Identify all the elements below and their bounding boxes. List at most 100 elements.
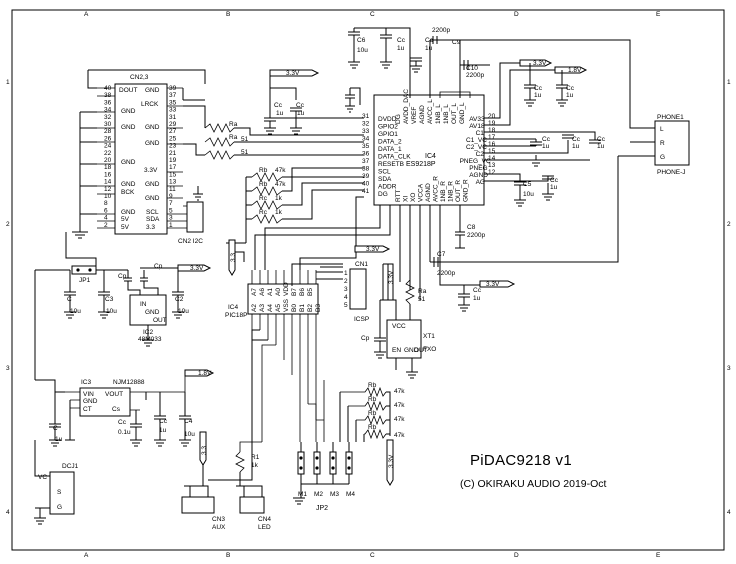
- ic3-ref: IC3: [81, 379, 92, 386]
- xt1-sub: FXO: [423, 346, 436, 353]
- c5-ref: C5: [523, 181, 532, 188]
- rb-ref: Rb: [368, 396, 377, 403]
- cn1-pin-3: 3: [344, 286, 348, 293]
- grid-col-c-top: C: [370, 11, 375, 18]
- rail-3v3-label: 3.3V: [286, 70, 300, 77]
- cn2-3-pin-number: 32: [104, 114, 112, 121]
- es9218p-body: [373, 94, 485, 206]
- caps-bottom-es9218p: C8 2200p C7 2200p Cc 1u 3.3V: [429, 205, 516, 312]
- cn-label-gnd: GND: [145, 87, 160, 94]
- es9218p-pin-label: RTT: [395, 189, 402, 202]
- es9218p-pin-label: C2: [476, 151, 485, 158]
- cn-label-gnd: GND: [121, 209, 136, 216]
- es9218p-pin-number: 32: [362, 121, 370, 128]
- cn-label-dout: DOUT: [119, 87, 137, 94]
- es9218p-pin-label: C2_VC: [466, 144, 487, 151]
- jp2-m3: M3: [330, 491, 339, 498]
- pic-pin-label: VDD: [283, 282, 290, 296]
- cp-ref: Cp: [361, 335, 370, 342]
- cn2-3-pin-number: 4: [104, 215, 108, 222]
- grid-row-3-left: 3: [6, 365, 10, 372]
- jp2-m2: M2: [314, 491, 323, 498]
- cn-label-sda: SDA: [146, 216, 160, 223]
- es9218p-pin-number: 37: [362, 158, 370, 165]
- cn-label-3v3: 3.3: [146, 224, 155, 231]
- cn2-3-pin-number: 29: [169, 121, 177, 128]
- cn2-3-pin-number: 20: [104, 157, 112, 164]
- es9218p-pin-label: AG: [476, 179, 485, 186]
- cn2-3-pin-number: 9: [169, 193, 173, 200]
- cc-ref: Cc: [566, 85, 575, 92]
- rail-3v3-label: 3.3V: [190, 265, 204, 272]
- cn-label-gnd: GND: [121, 124, 136, 131]
- es9218p-pin-label: DG: [378, 191, 388, 198]
- c-ref: C: [53, 425, 58, 432]
- rail-1v8-label: 1.8V: [198, 370, 212, 377]
- c4-value: 10u: [184, 431, 195, 438]
- cn2-3-pin-number: 25: [169, 135, 177, 142]
- rb-ref: Rb: [368, 424, 377, 431]
- rail-3v3-label: 3.3V: [533, 60, 547, 67]
- cn2-3-pin-number: 3: [169, 215, 173, 222]
- dcj1-pin-vc: VC: [38, 474, 47, 481]
- cn-label-gnd: GND: [145, 195, 160, 202]
- pic-pin-label: A1: [267, 288, 274, 296]
- board-title: PiDAC9218 v1: [470, 452, 572, 469]
- cc-ref: Cc: [597, 136, 606, 143]
- xt1-body: [386, 319, 422, 359]
- c9-value: 2200p: [432, 27, 450, 34]
- xt1-ref: XT1: [423, 333, 435, 340]
- pic-pin-label: B5: [307, 288, 314, 296]
- cp-ref: Cp: [154, 263, 163, 270]
- cn3-ref: CN3: [212, 516, 225, 523]
- xt1-pin-gnd: GND: [404, 347, 419, 354]
- es9218p-pin-label: SCL: [378, 169, 391, 176]
- pic-pin-label: B1: [299, 304, 306, 312]
- pic-pin-label: A5: [275, 304, 282, 312]
- cc-value: 1u: [473, 295, 481, 302]
- es9218p-pin-label: PNEG: [469, 165, 487, 172]
- es9218p-pin-number: 38: [362, 166, 370, 173]
- xt1-pin-en: EN: [392, 347, 401, 354]
- cc-value: 1u: [425, 45, 433, 52]
- caps-top-es9218p: C6 10u Cc 1u Cc 1u 2200p C9 C10 2200p: [345, 27, 655, 129]
- pic-pin-label: B6: [299, 288, 306, 296]
- ic3-pin-gnd: GND: [83, 398, 98, 405]
- cn2-3-pin-number: 36: [104, 99, 112, 106]
- es9218p-pin-label: 1NB_R: [448, 181, 455, 202]
- cc-ref: Cc: [296, 102, 305, 109]
- cn2-3-pin-number: 34: [104, 107, 112, 114]
- xt1-pin-out: OUT: [414, 347, 428, 354]
- pic-pin-label: B0: [291, 304, 298, 312]
- r1-value: 1k: [251, 462, 259, 469]
- pic-pin-label: A4: [267, 304, 274, 312]
- es9218p-pin-label: OUT_R: [455, 180, 462, 202]
- es9218p-pin-number: 15: [488, 148, 496, 155]
- phone1-pin-r: R: [660, 140, 665, 147]
- es9218p-pin-label: AVCC_L: [427, 99, 434, 124]
- rail-1v8-label: 1.8V: [568, 67, 582, 74]
- cn3-sub: AUX: [212, 524, 226, 531]
- es9218p-pin-label: VCCA: [418, 183, 425, 202]
- cc-ref: Cc: [274, 102, 283, 109]
- cn-label-gnd: GND: [121, 108, 136, 115]
- rc-value: 1k: [275, 195, 283, 202]
- c8-ref: C8: [467, 224, 476, 231]
- ra-ref: Ra: [229, 134, 238, 141]
- cn1-pin-4: 4: [344, 294, 348, 301]
- c9-ref: C9: [452, 39, 461, 46]
- c10-ref: C10: [466, 65, 478, 72]
- ic3-body: [79, 387, 131, 417]
- cc-ref: Cc: [397, 37, 406, 44]
- es9218p-pin-label: ADDR: [378, 184, 397, 191]
- grid-row-2-right: 2: [727, 221, 731, 228]
- es9218p-pin-label: VREF: [411, 107, 418, 124]
- es9218p-pin-label: DATA_2: [378, 139, 402, 146]
- resistor-rb-rc-group: Rb 47k Rb 47k Rc 1k Rc 1k: [226, 167, 364, 244]
- cn2-3-pin-number: 12: [104, 186, 112, 193]
- c8-value: 2200p: [467, 232, 485, 239]
- es9218p-left-pins: DVDD31GPIO232GPIO133DATA_234DATA_135DATA…: [362, 113, 411, 198]
- connector-cn1: CN1 1 2 3 4 5 ICSP: [344, 261, 369, 323]
- grid-col-b-top: B: [226, 11, 230, 18]
